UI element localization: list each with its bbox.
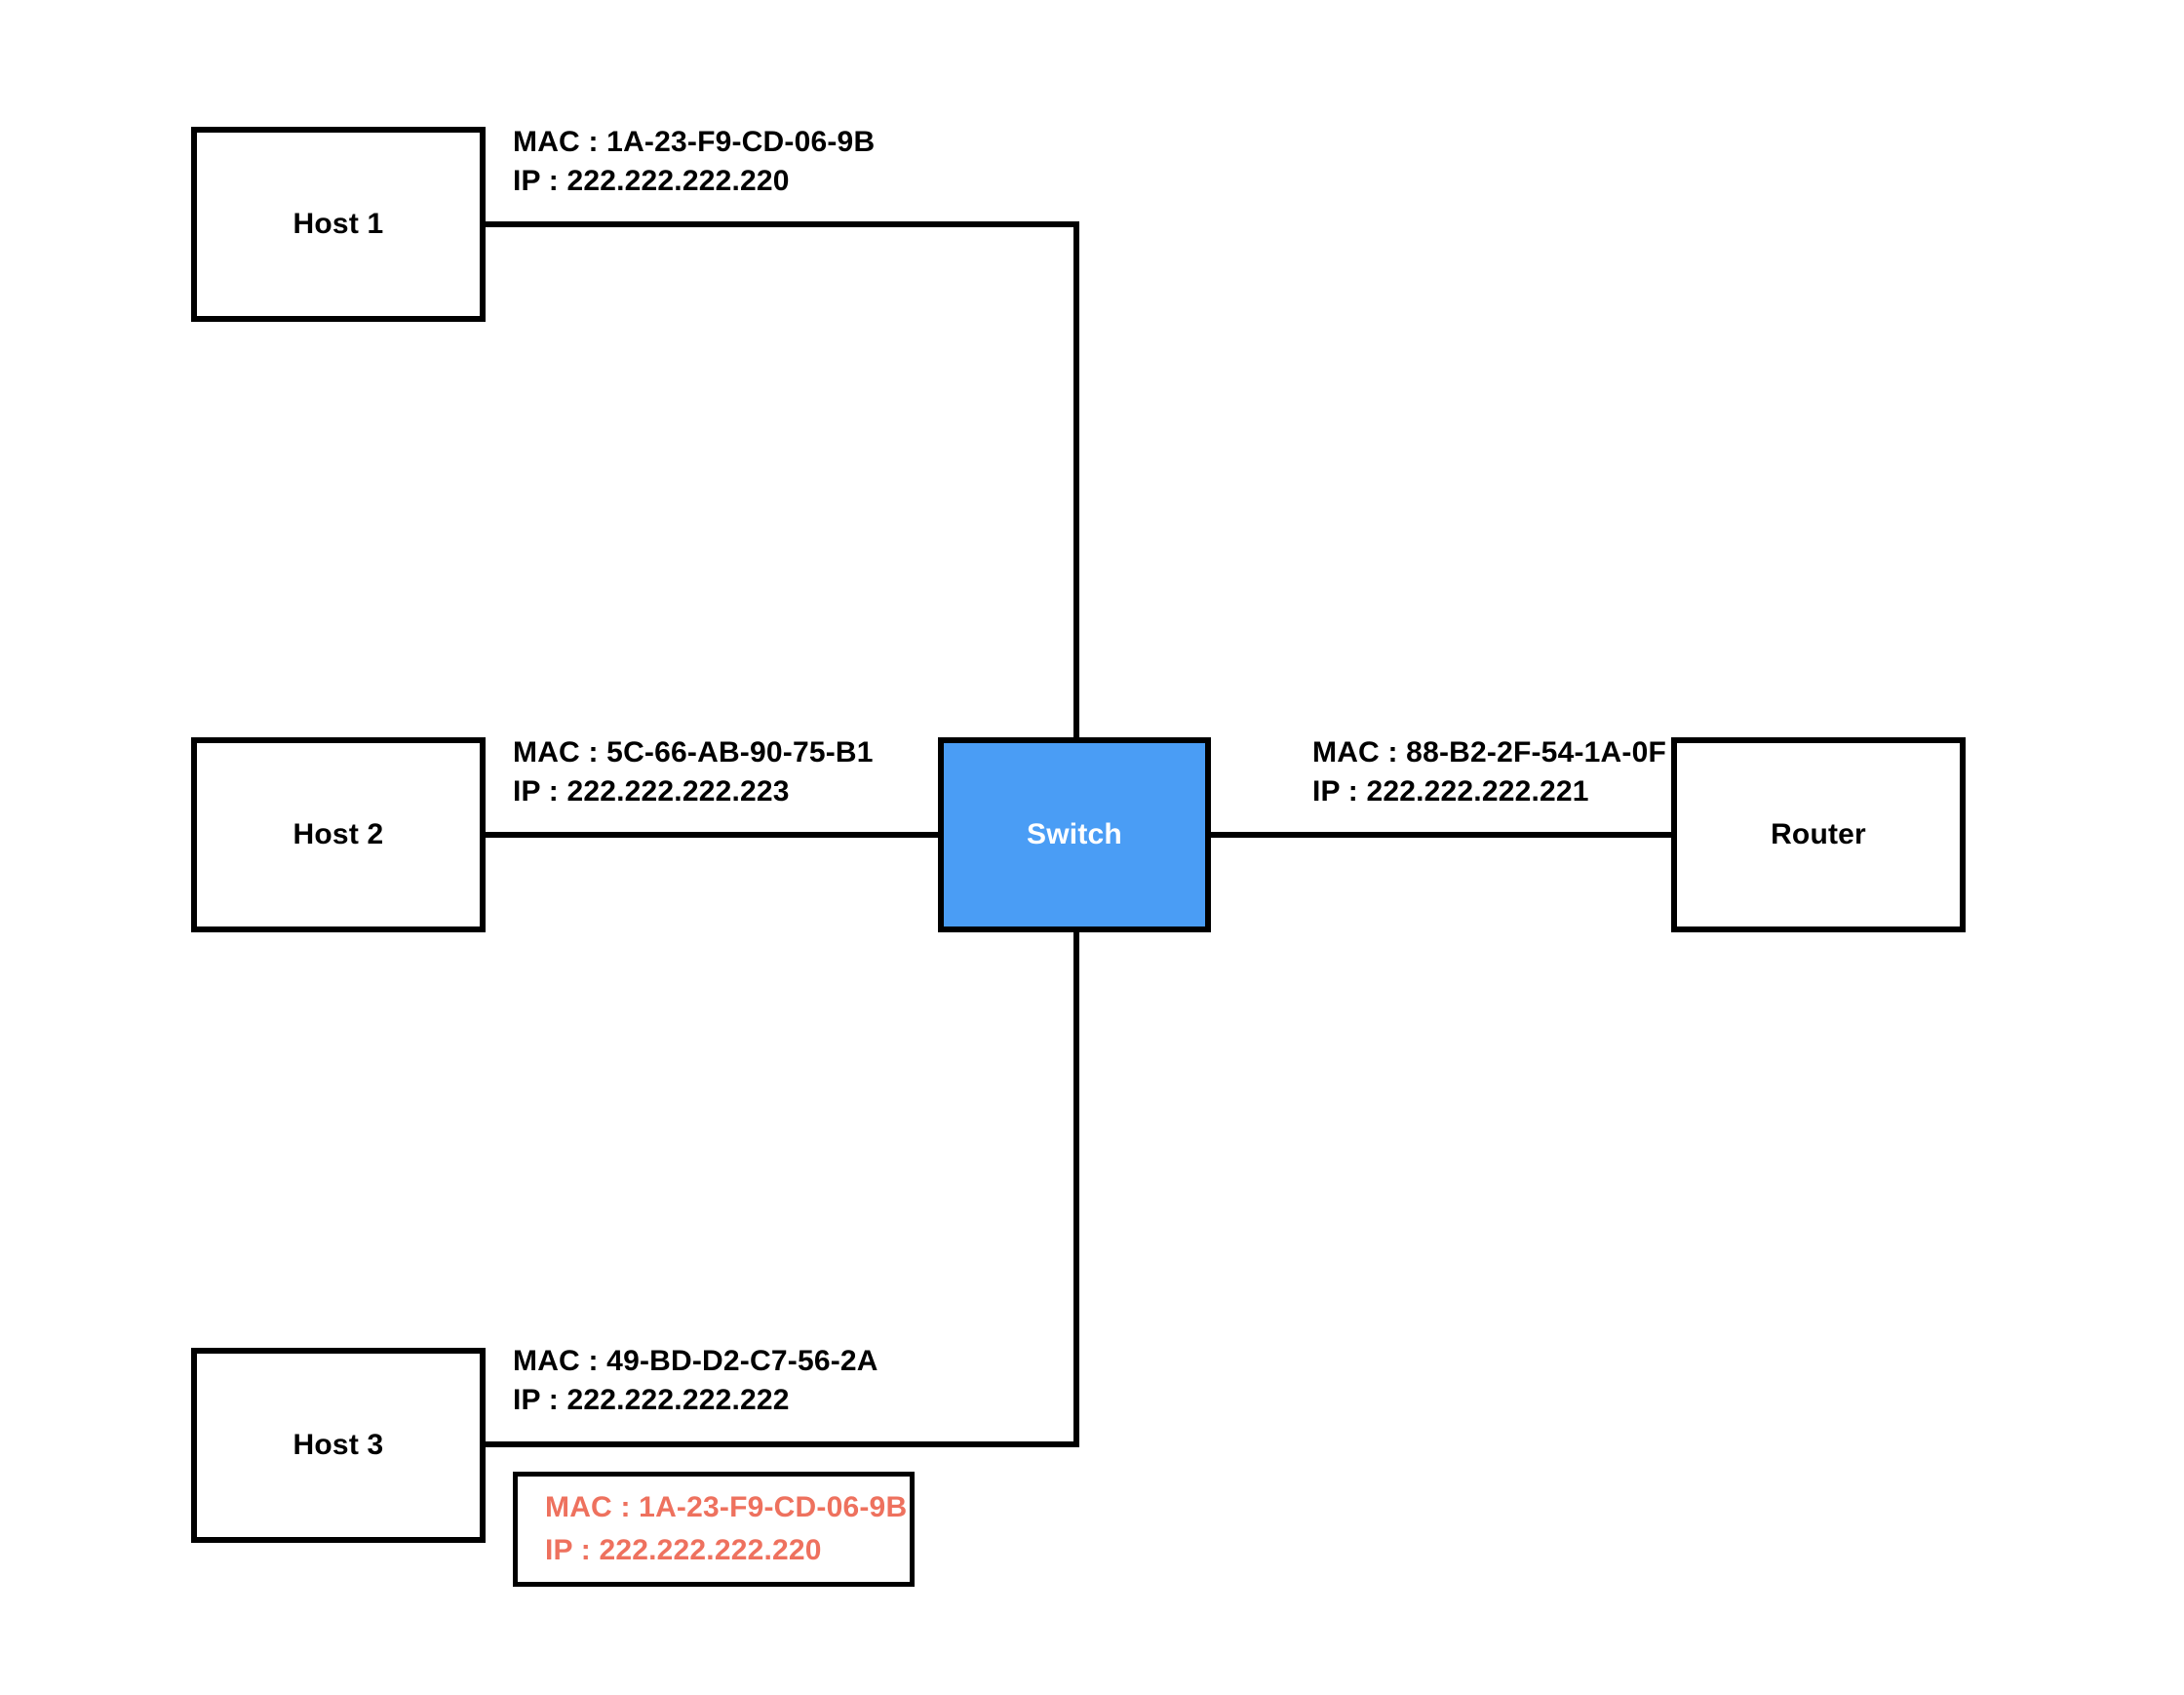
host1-addresses: MAC : 1A-23-F9-CD-06-9B IP : 222.222.222…	[513, 123, 875, 201]
link-switch-to-router	[1211, 832, 1671, 838]
node-host3: Host 3	[191, 1348, 486, 1543]
highlighted-address-box: MAC : 1A-23-F9-CD-06-9B IP : 222.222.222…	[513, 1472, 915, 1587]
link-switch-to-host3-vertical	[1073, 928, 1079, 1445]
host3-mac: MAC : 49-BD-D2-C7-56-2A	[513, 1345, 878, 1377]
link-host2-to-switch	[484, 832, 938, 838]
switch-label: Switch	[1027, 818, 1122, 850]
node-host1: Host 1	[191, 127, 486, 322]
highlight-ip: IP : 222.222.222.220	[545, 1534, 822, 1566]
host1-ip: IP : 222.222.222.220	[513, 165, 790, 197]
host1-label: Host 1	[292, 208, 384, 240]
router-ip: IP : 222.222.222.221	[1312, 775, 1589, 808]
router-label: Router	[1771, 818, 1866, 850]
node-host2: Host 2	[191, 737, 486, 932]
host1-mac: MAC : 1A-23-F9-CD-06-9B	[513, 126, 876, 158]
host2-addresses: MAC : 5C-66-AB-90-75-B1 IP : 222.222.222…	[513, 733, 874, 811]
host3-ip: IP : 222.222.222.222	[513, 1384, 790, 1416]
highlight-mac: MAC : 1A-23-F9-CD-06-9B	[545, 1491, 908, 1523]
host2-ip: IP : 222.222.222.223	[513, 775, 790, 808]
host3-label: Host 3	[292, 1429, 384, 1461]
link-switch-to-host3-horizontal	[484, 1441, 1079, 1447]
node-switch: Switch	[938, 737, 1211, 932]
router-addresses: MAC : 88-B2-2F-54-1A-0F IP : 222.222.222…	[1312, 733, 1666, 811]
link-host1-to-switch-horizontal	[484, 221, 1079, 227]
link-host1-to-switch-vertical	[1073, 221, 1079, 741]
node-router: Router	[1671, 737, 1966, 932]
host3-addresses: MAC : 49-BD-D2-C7-56-2A IP : 222.222.222…	[513, 1342, 878, 1420]
router-mac: MAC : 88-B2-2F-54-1A-0F	[1312, 736, 1666, 769]
host2-label: Host 2	[292, 818, 384, 850]
host2-mac: MAC : 5C-66-AB-90-75-B1	[513, 736, 874, 769]
